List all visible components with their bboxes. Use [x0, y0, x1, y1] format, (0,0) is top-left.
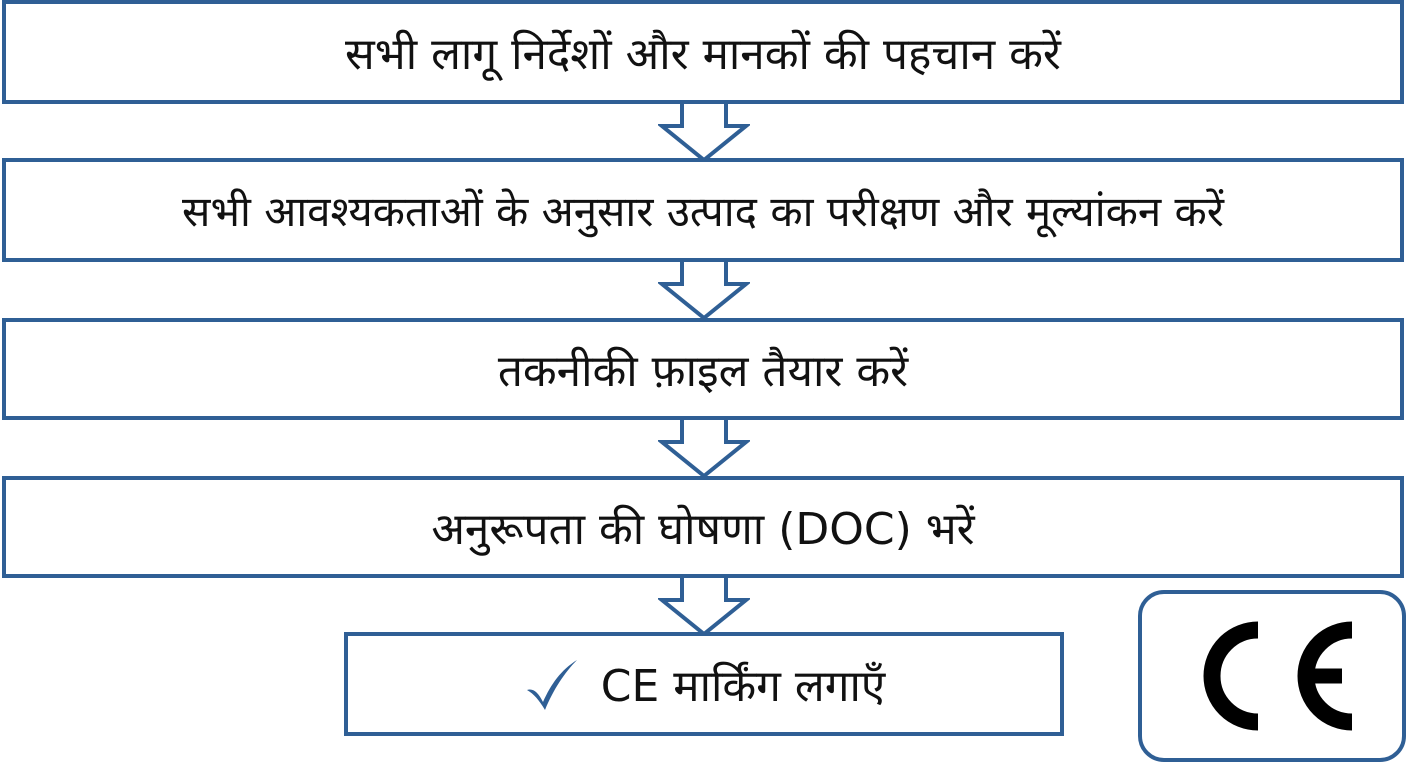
ce-mark-badge — [1138, 590, 1406, 762]
down-arrow-icon — [658, 578, 750, 636]
step-test-product: सभी आवश्यकताओं के अनुसार उत्पाद का परीक्… — [2, 158, 1404, 262]
step-technical-file: तकनीकी फ़ाइल तैयार करें — [2, 318, 1404, 420]
down-arrow-icon — [658, 104, 750, 162]
step-label: अनुरूपता की घोषणा (DOC) भरें — [431, 504, 975, 555]
step-label: सभी आवश्यकताओं के अनुसार उत्पाद का परीक्… — [182, 186, 1224, 236]
ce-mark-icon — [1203, 621, 1353, 731]
step-declaration-of-conformity: अनुरूपता की घोषणा (DOC) भरें — [2, 476, 1404, 578]
step-label: सभी लागू निर्देशों और मानकों की पहचान कर… — [345, 29, 1061, 80]
step-identify-directives: सभी लागू निर्देशों और मानकों की पहचान कर… — [2, 0, 1404, 104]
step-label: तकनीकी फ़ाइल तैयार करें — [497, 346, 909, 397]
step-label: CE मार्किंग लगाएँ — [600, 661, 886, 712]
step-affix-ce-marking: CE मार्किंग लगाएँ — [344, 632, 1064, 736]
checkmark-icon — [526, 660, 577, 710]
down-arrow-icon — [658, 420, 750, 478]
down-arrow-icon — [658, 262, 750, 320]
